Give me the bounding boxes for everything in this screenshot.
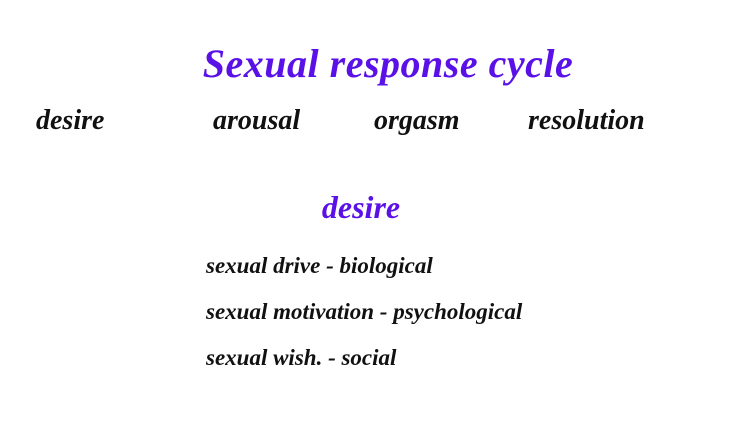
phase-row: desire arousal orgasm resolution [0,104,752,138]
list-item: sexual wish. - social [206,345,397,370]
slide-title: Sexual response cycle [202,41,574,86]
desire-definition-list: sexual drive - biological sexual motivat… [206,252,666,372]
list-item: sexual motivation - psychological [206,299,523,324]
phase-label-arousal: arousal [213,105,301,136]
phase-label-orgasm: orgasm [374,105,460,136]
section-heading-desire: desire [321,189,401,225]
phase-label-desire: desire [36,105,105,136]
phase-label-resolution: resolution [528,105,645,136]
list-item: sexual drive - biological [206,253,433,278]
